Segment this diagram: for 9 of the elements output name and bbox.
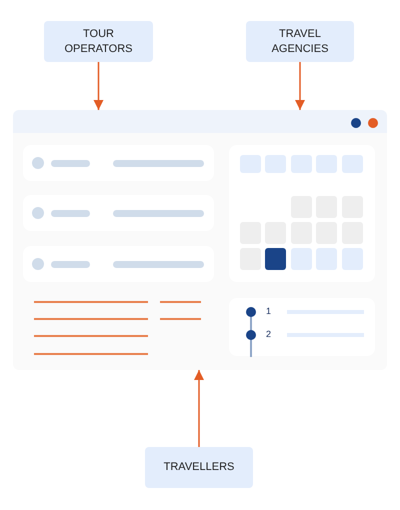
label-box: TRAVELLERS [145,447,253,488]
step-number: 2 [266,329,272,340]
step-number: 1 [266,306,272,317]
arrow [194,370,204,447]
arrow [295,62,305,110]
label-box: TOUR OPERATORS [44,21,153,62]
app-window [13,110,387,370]
label-box: TRAVEL AGENCIES [246,21,354,62]
arrow [94,62,104,110]
